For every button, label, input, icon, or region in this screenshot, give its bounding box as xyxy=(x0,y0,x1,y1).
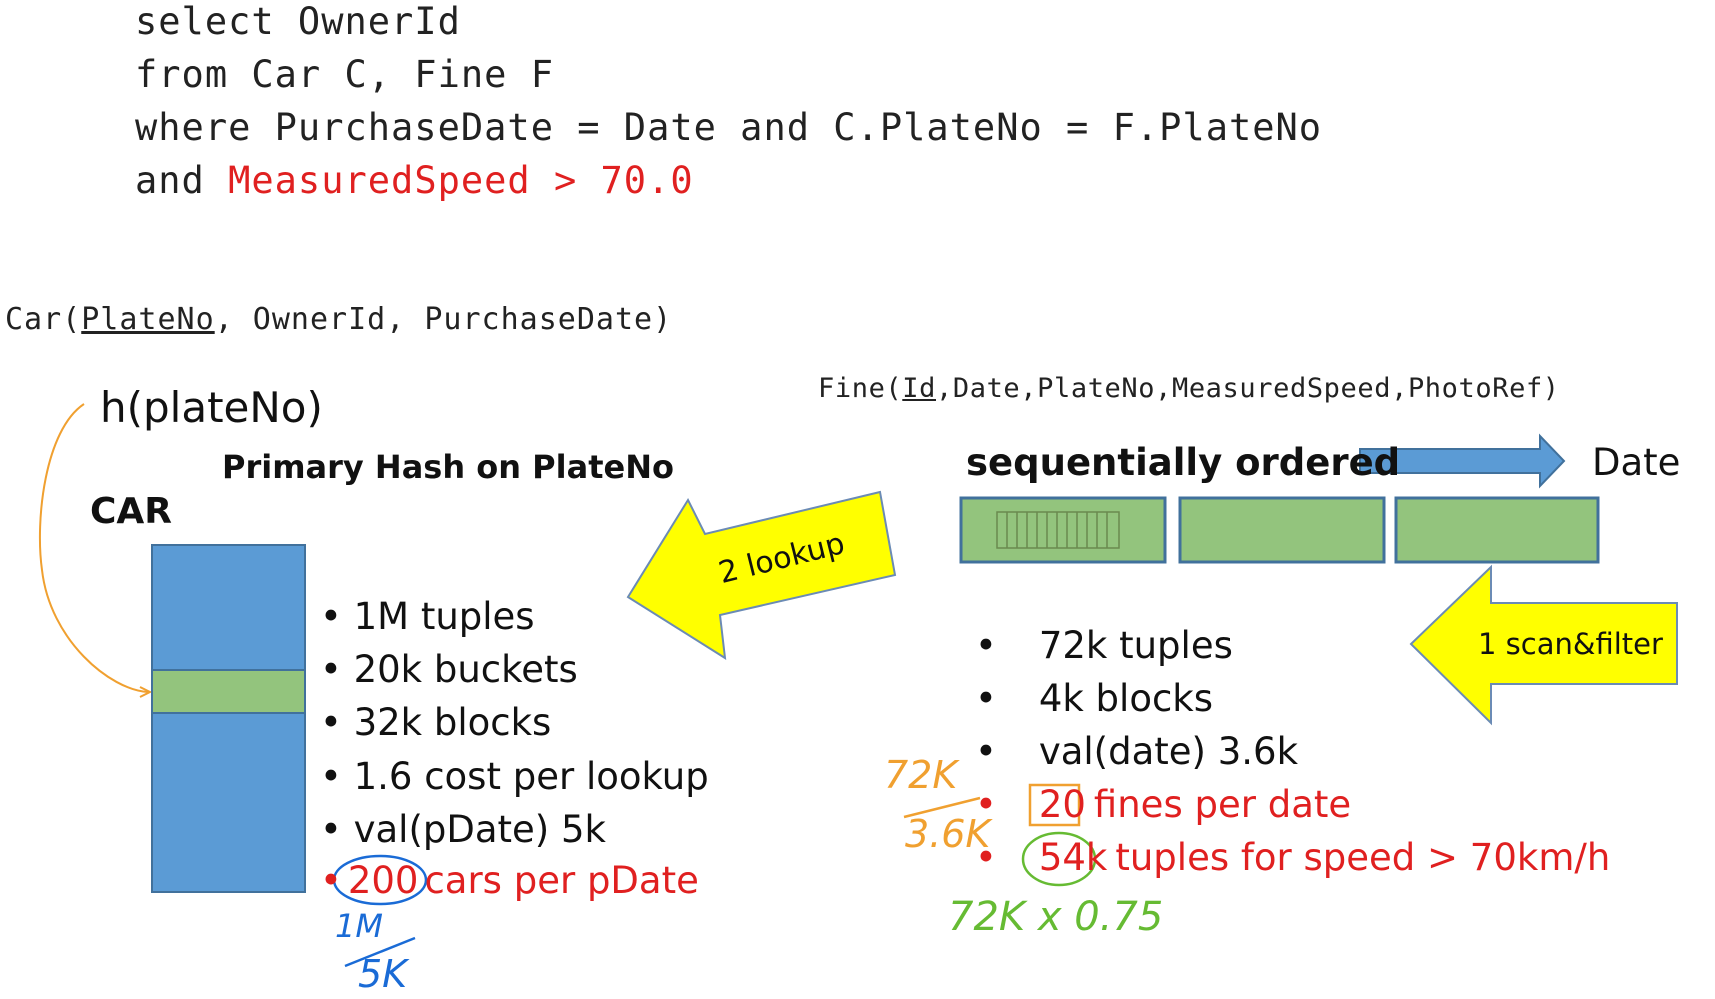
car-red-number: 200 xyxy=(347,859,419,902)
fine-red2-text: tuples for speed > 70km/h xyxy=(1115,836,1611,879)
car-bullet-4: • 1.6 cost per lookup xyxy=(320,755,709,798)
car-schema-key: PlateNo xyxy=(81,302,215,337)
fine-block-2 xyxy=(1178,496,1386,564)
fine-bullet-3: •val(date) 3.6k xyxy=(975,730,1299,773)
car-bucket xyxy=(151,669,306,714)
hash-function-label: h(plateNo) xyxy=(100,383,323,432)
sql-speed-condition: MeasuredSpeed > 70.0 xyxy=(228,159,694,202)
handwritten-1m: 1M xyxy=(335,907,383,945)
lookup-arrow-shape xyxy=(626,490,897,660)
fraction-line-blue xyxy=(344,936,416,968)
car-bullet-5: • val(pDate) 5k xyxy=(320,808,606,851)
car-red-text: cars per pDate xyxy=(424,859,699,902)
primary-hash-title: Primary Hash on PlateNo xyxy=(222,448,674,486)
date-axis-label: Date xyxy=(1592,441,1681,484)
sql-line-from: from Car C, Fine F xyxy=(135,53,554,96)
car-table-label: CAR xyxy=(90,491,173,532)
sql-line-select: select OwnerId xyxy=(135,0,461,43)
fine-red2-number: 54k xyxy=(1038,836,1108,879)
sequentially-ordered-label: sequentially ordered xyxy=(966,441,1401,484)
hash-pointer-curve xyxy=(38,403,149,693)
sql-and-keyword: and xyxy=(135,159,229,202)
car-table-column xyxy=(151,544,306,893)
fine-schema-name: Fine( xyxy=(818,373,903,404)
car-schema-name: Car( xyxy=(5,302,82,337)
fine-block-3 xyxy=(1394,496,1600,564)
box-20 xyxy=(1028,783,1081,827)
car-schema-rest: , OwnerId, PurchaseDate) xyxy=(214,302,673,337)
fine-bullet-1: •72k tuples xyxy=(975,624,1233,667)
handwritten-72k: 72K xyxy=(884,753,958,797)
handwritten-72k-times-075: 72K x 0.75 xyxy=(948,894,1164,940)
fine-block-1 xyxy=(959,496,1167,564)
hash-pointer-arrowhead xyxy=(139,686,153,698)
handwritten-3-6k: 3.6K xyxy=(905,812,991,856)
fine-schema: Fine(Id,Date,PlateNo,MeasuredSpeed,Photo… xyxy=(818,375,1560,402)
car-bullet-1: • 1M tuples xyxy=(320,595,535,638)
ellipse-54k xyxy=(1021,831,1097,887)
ellipse-200 xyxy=(332,854,428,906)
fine-bullet-2: •4k blocks xyxy=(975,677,1214,720)
car-schema: Car(PlateNo, OwnerId, PurchaseDate) xyxy=(5,305,672,335)
sql-line-where: where PurchaseDate = Date and C.PlateNo … xyxy=(135,106,1323,149)
date-order-arrow xyxy=(1359,433,1566,489)
fine-schema-rest: ,Date,PlateNo,MeasuredSpeed,PhotoRef) xyxy=(936,373,1560,404)
scan-arrow-label: 1 scan&filter xyxy=(1478,627,1663,661)
scan-arrow-shape xyxy=(1409,564,1678,726)
sql-line-and: and MeasuredSpeed > 70.0 xyxy=(135,162,694,199)
car-bullet-3: • 32k blocks xyxy=(320,701,552,744)
handwritten-5k: 5K xyxy=(358,952,408,996)
fraction-line-orange xyxy=(903,796,981,819)
fine-schema-key: Id xyxy=(902,373,936,404)
fine-red1-number: 20 xyxy=(1038,783,1086,826)
fine-block-1-records xyxy=(996,511,1120,549)
car-bullet-2: • 20k buckets xyxy=(320,648,578,691)
fine-red1-text: fines per date xyxy=(1093,783,1352,826)
